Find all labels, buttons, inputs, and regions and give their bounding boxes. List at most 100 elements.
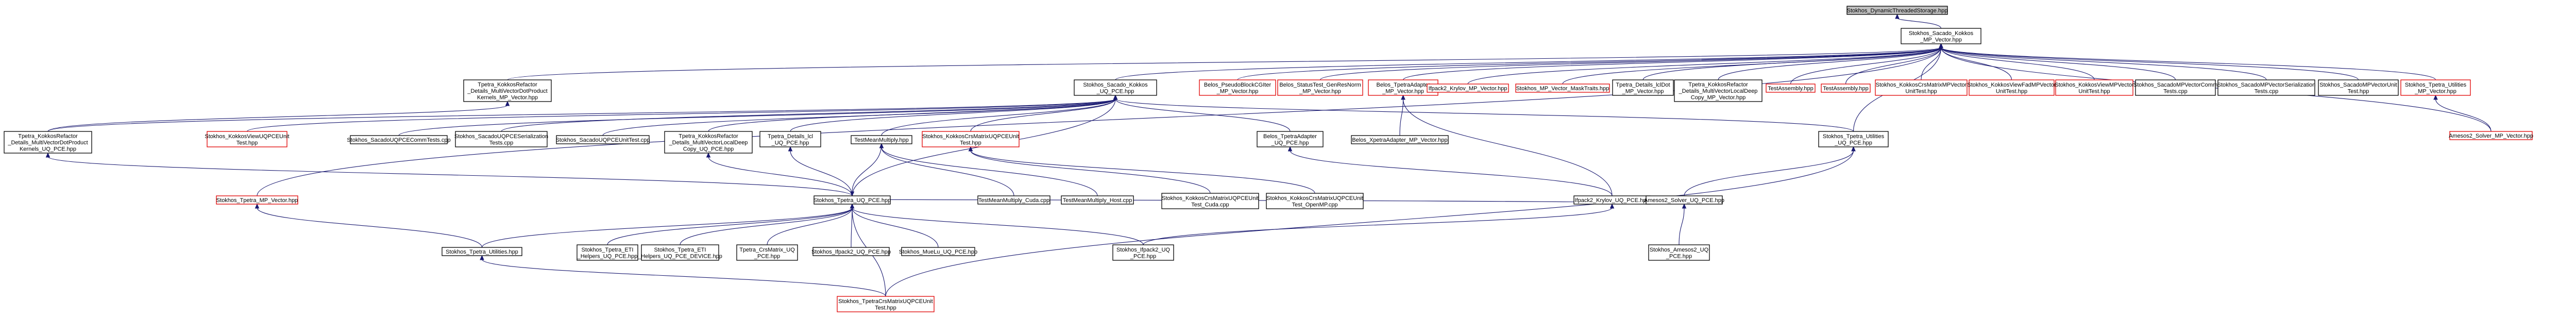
node-ifpack2-uq[interactable]: Stokhos_Ifpack2_UQ_PCE.hpp [811,247,891,256]
node-uqpce-serialization[interactable]: Stokhos_SacadoUQPCESerializationTests.cp… [454,131,548,147]
node-label: _MP_Vector.hpp [2414,88,2456,94]
node-box [1821,84,1871,93]
dependency-edge [398,98,1116,136]
node-tpetra-eti-helpers-uq[interactable]: Stokhos_Tpetra_ETI_Helpers_UQ_PCE.hpp [577,244,638,261]
dependency-edge [1319,47,1942,80]
node-label: _MP_Vector.hpp [1920,37,1962,43]
node-tpetra-eti-helpers-uq-device[interactable]: Stokhos_Tpetra_ETI_Helpers_UQ_PCE_DEVICE… [637,244,722,261]
node-label: Belos_StatusTest_GenResNorm [1279,82,1361,88]
node-tpetra-utilities-mp[interactable]: Stokhos_Tpetra_Utilities_MP_Vector.hpp [2400,79,2471,96]
node-tpetra-mp-vector[interactable]: Stokhos_Tpetra_MP_Vector.hpp [216,195,298,205]
node-layer: Stokhos_DynamicThreadedStorage.hppStokho… [4,6,2533,312]
node-view-fad-mp-unittest[interactable]: Stokhos_KokkosViewFadMPVectorUnitTest.hp… [1967,79,2056,96]
node-label: Ifpack2_Krylov_MP_Vector.hpp [1429,86,1507,92]
node-belos-tpetra-adapter-uq[interactable]: Belos_TpetraAdapter_UQ_PCE.hpp [1257,131,1324,147]
node-amesos2-solver-mp[interactable]: Amesos2_Solver_MP_Vector.hpp [2449,131,2533,140]
node-amesos2-uq-pce-hpp[interactable]: Stokhos_Amesos2_UQ_PCE.hpp [1648,244,1710,261]
node-crsmatrix-uqpce-unittest-cuda[interactable]: Stokhos_KokkosCrsMatrixUQPCEUnitTest_Cud… [1161,193,1259,209]
node-belos-xpetra-adapter-mp[interactable]: Belos_XpetraAdapter_MP_Vector.hpp [1351,135,1449,144]
node-label: _PCE.hpp [754,253,780,259]
dependency-edge [708,156,853,196]
node-label: Tpetra_Details_lclDot [1616,82,1670,88]
node-label: UnitTest.hpp [1996,88,2027,94]
node-mp-vector-masktraits[interactable]: Stokhos_MP_Vector_MaskTraits.hpp [1515,84,1610,93]
node-pseudo-block-cg[interactable]: Belos_PseudoBlockCGIter_MP_Vector.hpp [1199,79,1276,96]
node-mp-vector-serialization[interactable]: Stokhos_SacadoMPVectorSerializationTests… [2217,79,2316,96]
node-ifpack2-uq-pce-hpp[interactable]: Stokhos_Ifpack2_UQ_PCE.hpp [1112,244,1174,261]
node-label: Stokhos_Tpetra_ETI [582,247,634,253]
dependency-edge [852,98,1116,196]
node-label: Stokhos_Tpetra_Utilities [1823,133,1885,140]
node-box [350,135,448,144]
node-tpetra-crsmatrix-uq[interactable]: Tpetra_CrsMatrix_UQ_PCE.hpp [736,244,798,261]
dependency-edge [1790,47,1942,85]
node-box [1766,84,1816,93]
node-sacado-uq-pce[interactable]: Stokhos_Sacado_Kokkos_UQ_PCE.hpp [1074,79,1157,96]
dependency-edge [1896,18,1942,29]
dependency-edge [1399,98,1404,136]
node-box [812,247,890,256]
node-test-mean-multiply-cuda[interactable]: TestMeanMultiply_Cuda.cpp [977,195,1050,205]
dependency-edge [1718,47,1942,80]
dependency-edge [970,98,1116,132]
node-tpetra-refactor-localdeepcopy-uq[interactable]: Tpetra_KokkosRefactor_Details_MultiVecto… [664,131,753,154]
dependency-edge [47,105,508,132]
edge-arrowhead [1609,203,1615,209]
node-muelu-uq[interactable]: Stokhos_MueLu_UQ_PCE.hpp [899,247,977,256]
node-tpetra-refactor-localdeepcopy-mp[interactable]: Tpetra_KokkosRefactor_Details_MultiVecto… [1674,79,1762,102]
dependency-edge [1115,98,1854,132]
node-label: Stokhos_SacadoMPVectorUnit [2319,82,2397,88]
node-label: Stokhos_SacadoMPVectorSerialization [2217,82,2316,88]
node-label: Stokhos_SacadoUQPCEUnitTest.cpp [556,137,650,143]
node-tpetra-details-lclt-uq[interactable]: Tpetra_Details_lcl_UQ_PCE.hpp [759,131,821,147]
node-root[interactable]: Stokhos_DynamicThreadedStorage.hpp [1846,6,1948,15]
node-status-test-genresnorm[interactable]: Belos_StatusTest_GenResNorm_MP_Vector.hp… [1277,79,1363,96]
node-tpetra-utilities-uq[interactable]: Stokhos_Tpetra_Utilities_UQ_PCE.hpp [1818,131,1889,147]
node-amesos2-solver-uq[interactable]: Amesos2_Solver_UQ_PCE.hpp [1644,195,1724,205]
node-tpetra-details-lclt-mp[interactable]: Tpetra_Details_lclDot_MP_Vector.hpp [1612,79,1674,96]
node-test-mean-multiply-hpp[interactable]: TestMeanMultiply.hpp [851,135,912,144]
node-label: Stokhos_Tpetra_UQ_PCE.hpp [814,197,891,204]
node-ifpack2-krylov-mp[interactable]: Ifpack2_Krylov_MP_Vector.hpp [1427,84,1509,93]
node-label: Tests.cpp [2255,88,2278,94]
node-label: Tests.cpp [2163,88,2187,94]
node-label: Stokhos_Amesos2_UQ [1650,247,1709,253]
node-uqpce-unittest[interactable]: Stokhos_SacadoUQPCEUnitTest.cpp [556,135,650,144]
node-uqpce-commtests[interactable]: Stokhos_SacadoUQPCECommTests.cpp [347,135,451,144]
dependency-edge [1845,47,1942,85]
dependency-edge [1642,47,1942,80]
dependency-edge [881,147,1014,196]
node-label: Stokhos_Ifpack2_UQ [1116,247,1170,253]
node-crsmatrix-mp-unittest[interactable]: Stokhos_KokkosCrsMatrixMPVectorUnitTest.… [1875,79,1968,96]
node-belos-tpetra-adapter-mp[interactable]: Belos_TpetraAdapter_MP_Vector.hpp [1368,79,1438,96]
dependency-edge [47,156,853,196]
node-sacado-mp-vector[interactable]: Stokhos_Sacado_Kokkos_MP_Vector.hpp [1901,28,1981,44]
node-label: Amesos2_Solver_UQ_PCE.hpp [1644,197,1724,204]
node-tpetra-refactor-dot-uq[interactable]: Tpetra_KokkosRefactor_Details_MultiVecto… [4,131,92,154]
edge-arrowhead [1939,43,1943,48]
edge-arrowhead [1851,146,1856,152]
dependency-edge [790,150,853,196]
node-tpetra-refactor-dot-mp[interactable]: Tpetra_KokkosRefactor_Details_MultiVecto… [463,79,552,102]
node-box [556,135,650,144]
node-test-mean-multiply-host[interactable]: TestMeanMultiply_Host.cpp [1061,195,1134,205]
node-box [1257,131,1324,147]
node-ifpack2-krylov-uq[interactable]: Ifpack2_Krylov_UQ_PCE.hpp [1573,195,1651,205]
node-crsmatrix-uqpce-unittest-openmp[interactable]: Stokhos_KokkosCrsMatrixUQPCEUnitTest_Ope… [1266,193,1364,209]
dependency-edge [501,98,1116,132]
node-box [759,131,821,147]
node-label: _Details_MultiVectorDotProduct [7,140,88,146]
node-tpetra-uq-pce[interactable]: Stokhos_Tpetra_UQ_PCE.hpp [814,195,891,205]
node-test-assembly-hpp1[interactable]: TestAssembly.hpp [1766,84,1816,93]
edge-arrowhead [480,255,484,260]
edge-arrowhead [1113,94,1118,100]
node-tpetra-utilities-hpp[interactable]: Stokhos_Tpetra_Utilities.hpp [442,247,522,256]
node-label: Test.hpp [2348,88,2369,94]
node-test-assembly-hpp2[interactable]: TestAssembly.hpp [1821,84,1871,93]
